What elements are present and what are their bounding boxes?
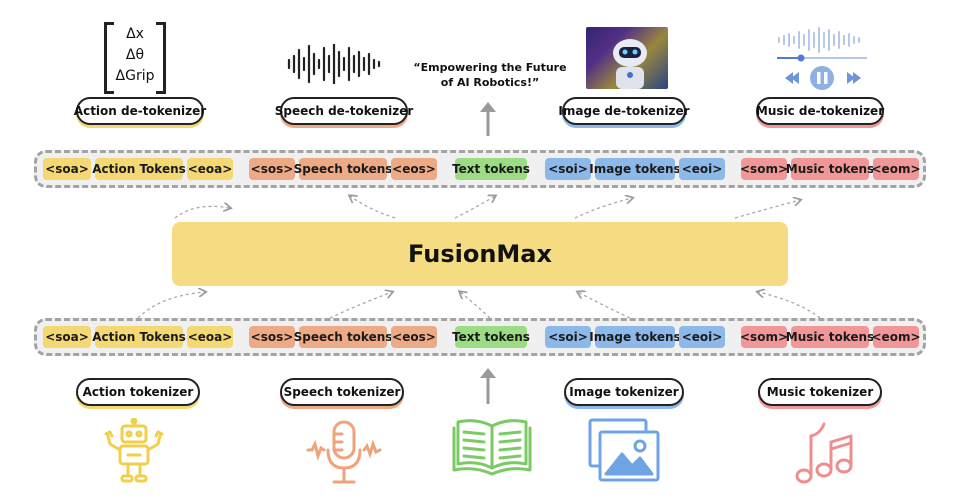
token-image: Image tokens: [589, 158, 681, 180]
token-eos: <eos>: [391, 158, 437, 180]
token-eoi: <eoi>: [679, 326, 725, 348]
token-eom: <eom>: [872, 158, 921, 180]
token-action: Action Tokens: [92, 158, 186, 180]
flow-arrows: [137, 186, 821, 319]
matrix-row-dgrip: ΔGrip: [115, 68, 155, 84]
token-sos: <sos>: [249, 326, 295, 348]
speech-detokenizer-label: Speech de-tokenizer: [275, 97, 413, 125]
audio-player-icon: [777, 27, 867, 90]
token-soa: <soa>: [43, 326, 91, 348]
token-eom: <eom>: [872, 326, 921, 348]
image-tokenizer-label: Image tokenizer: [564, 378, 684, 406]
microphone-icon: [306, 420, 382, 484]
token-text: Text tokens: [452, 326, 530, 348]
arrow-up-icon: [480, 368, 496, 404]
matrix-row-dx: Δx: [126, 26, 144, 42]
speech-tokenizer-label: Speech tokenizer: [280, 378, 404, 406]
text-output: “Empowering the Future of AI Robotics!”: [413, 61, 567, 89]
token-soa: <soa>: [43, 158, 91, 180]
token-som: <som>: [740, 326, 788, 348]
token-text: Text tokens: [452, 158, 530, 180]
output-token-row: <soa> Action Tokens <eoa> <sos> Speech t…: [34, 150, 926, 188]
token-speech: Speech tokens: [294, 158, 392, 180]
token-action: Action Tokens: [92, 326, 186, 348]
token-soi: <soi>: [545, 326, 591, 348]
music-notes-icon: [795, 422, 853, 484]
arrow-up-icon: [480, 102, 496, 136]
token-speech: Speech tokens: [294, 326, 392, 348]
token-eoa: <eoa>: [187, 326, 233, 348]
token-music: Music tokens: [786, 326, 874, 348]
action-delta-matrix: Δx Δθ ΔGrip: [104, 22, 166, 94]
action-tokenizer-label: Action tokenizer: [76, 378, 200, 406]
token-eos: <eos>: [391, 326, 437, 348]
token-eoa: <eoa>: [187, 158, 233, 180]
waveform-icon: [287, 44, 381, 84]
token-som: <som>: [740, 158, 788, 180]
action-detokenizer-label: Action de-tokenizer: [74, 97, 206, 125]
robot-icon: [104, 418, 164, 483]
token-eoi: <eoi>: [679, 158, 725, 180]
token-sos: <sos>: [249, 158, 295, 180]
fusionmax-model: FusionMax: [172, 222, 788, 286]
token-image: Image tokens: [589, 326, 681, 348]
input-token-row: <soa> Action Tokens <eoa> <sos> Speech t…: [34, 318, 926, 356]
token-music: Music tokens: [786, 158, 874, 180]
matrix-row-dtheta: Δθ: [125, 47, 145, 63]
open-book-icon: [452, 419, 532, 476]
image-detokenizer-label: Image de-tokenizer: [558, 97, 690, 125]
image-gallery-icon: [588, 418, 660, 482]
token-soi: <soi>: [545, 158, 591, 180]
music-tokenizer-label: Music tokenizer: [758, 378, 882, 406]
robot-photo: [586, 27, 668, 89]
music-detokenizer-label: Music de-tokenizer: [756, 97, 884, 125]
